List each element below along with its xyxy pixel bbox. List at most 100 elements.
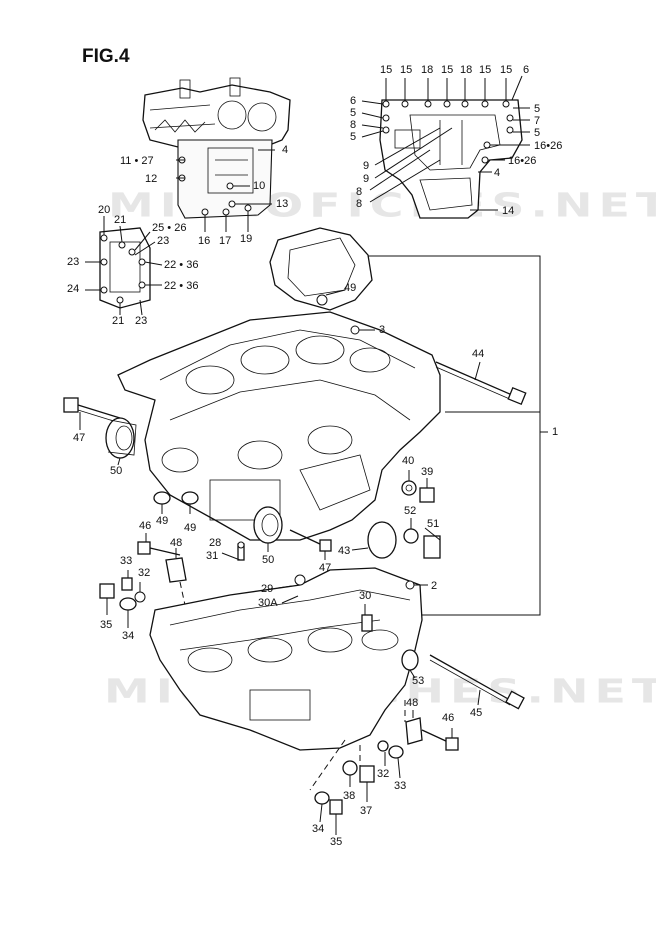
callout-16-26: 16•26 [508,155,537,167]
callout-2: 2 [431,580,438,592]
washer-49-b [181,491,199,505]
callout-5: 5 [350,131,357,143]
callout-8: 8 [356,198,363,210]
callout-9: 9 [363,160,370,172]
callout-47: 47 [319,562,332,574]
callout-10: 10 [253,180,266,192]
bolt-46-left [137,541,181,556]
callout-22-36: 22 • 36 [164,259,199,271]
callout-23: 23 [157,235,170,247]
washer-49-a [153,491,171,505]
callout-52: 52 [404,505,417,517]
callout-30: 30 [359,590,372,602]
bolt-47-left [63,397,121,424]
plug-39 [419,487,435,503]
callout-6: 6 [350,95,357,107]
callout-16-26: 16•26 [534,140,563,152]
callout-12: 12 [145,173,158,185]
callout-32: 32 [377,768,390,780]
callout-50: 50 [110,465,123,477]
callout-15: 15 [380,64,393,76]
bolt-46-right [421,729,459,751]
callout-30A: 30A [258,597,278,609]
plug-37 [359,765,375,783]
seal-40 [401,480,417,496]
callout-32: 32 [138,567,151,579]
callout-23: 23 [67,256,80,268]
callout-39: 39 [421,466,434,478]
callout-8: 8 [350,119,357,131]
callout-5: 5 [350,107,357,119]
washer-34-right [314,791,330,805]
callout-40: 40 [402,455,415,467]
callout-4: 4 [494,167,501,179]
callout-20: 20 [98,204,111,216]
callout-49: 49 [184,522,197,534]
callout-45: 45 [470,707,483,719]
callout-34: 34 [122,630,135,642]
callout-53: 53 [412,675,425,687]
seal-52 [403,528,419,544]
plug-33-32-left [121,577,146,603]
callout-46: 46 [442,712,455,724]
callout-5: 5 [534,127,541,139]
bolt-44 [435,361,527,406]
filter-50-center [253,506,283,544]
callout-35: 35 [330,836,343,848]
lower-crankcase-plate-part [361,75,530,219]
callout-8: 8 [356,186,363,198]
callout-11-27: 11 • 27 [120,155,154,167]
callout-15: 15 [479,64,492,76]
callout-49: 49 [344,282,357,294]
bracket-48-right [405,717,423,745]
callout-31: 31 [206,550,219,562]
callout-46: 46 [139,520,152,532]
bracket-48-left [165,557,187,606]
callout-33: 33 [120,555,133,567]
callout-19: 19 [240,233,253,245]
callout-29: 29 [261,583,274,595]
leader-lines [79,289,481,835]
callout-28: 28 [209,537,222,549]
callout-22-36: 22 • 36 [164,280,199,292]
assembly-bracket [368,255,548,616]
callout-3: 3 [379,324,386,336]
callout-37: 37 [360,805,373,817]
callout-50: 50 [262,554,275,566]
lower-crankcase-part [149,567,428,751]
callout-21: 21 [114,214,127,226]
figure-title: FIG.4 [82,46,130,67]
plug-43 [351,521,397,559]
upper-crankcase-cover-part [142,77,291,232]
callout-34: 34 [312,823,325,835]
callout-7: 7 [534,115,541,127]
callout-1: 1 [552,426,559,438]
dash-guides [309,700,406,791]
callout-5: 5 [534,103,541,115]
side-cover-plate-part [85,216,163,316]
callout-4: 4 [282,144,289,156]
plug-35-right [329,799,343,815]
callout-18: 18 [421,64,434,76]
plug-33-right [388,745,404,759]
callout-25-26: 25 • 26 [152,222,187,234]
callout-23: 23 [135,315,148,327]
callout-51: 51 [427,518,440,530]
callout-13: 13 [276,198,289,210]
dowel-28-31 [237,541,245,561]
callout-15: 15 [500,64,513,76]
callout-43: 43 [338,545,351,557]
callout-14: 14 [502,205,515,217]
callout-17: 17 [219,235,232,247]
callout-33: 33 [394,780,407,792]
callout-16: 16 [198,235,211,247]
filter-50-left [105,417,137,459]
seal-38 [342,760,358,776]
callout-49: 49 [156,515,169,527]
callout-24: 24 [67,283,80,295]
callout-35: 35 [100,619,113,631]
upper-crankcase-part [117,227,441,541]
callout-18: 18 [460,64,473,76]
bushing-51 [423,535,441,559]
